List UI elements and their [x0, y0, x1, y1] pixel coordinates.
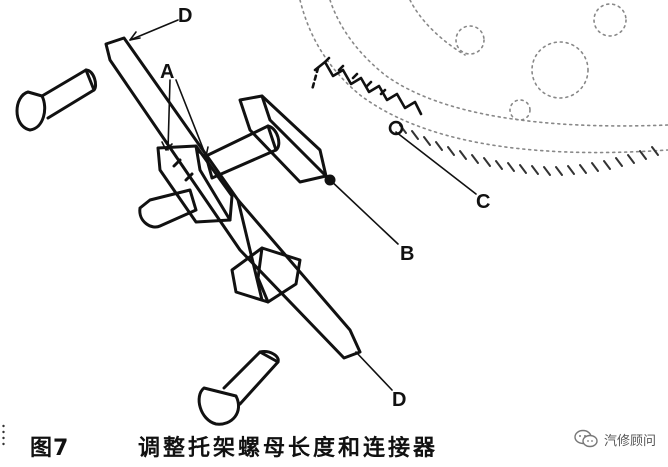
figure-number: 图7	[30, 436, 70, 461]
clamp-block	[156, 144, 234, 224]
bracket-upper	[204, 94, 336, 186]
shaft-left	[138, 188, 198, 229]
leader-lines	[129, 19, 477, 391]
callout-b: B	[400, 243, 415, 265]
callout-a: A	[160, 61, 175, 83]
figure-caption: 图7 调整托架螺母长度和连接器 汽修顾问	[0, 418, 668, 463]
watermark: 汽修顾问	[574, 426, 656, 452]
bolt-top-left	[15, 68, 98, 132]
bracket-lower	[230, 246, 302, 304]
flywheel	[299, 0, 668, 154]
callout-d-bottom: D	[392, 389, 407, 411]
pinion-gear	[310, 56, 423, 136]
edge-dots	[2, 424, 5, 446]
adjusting-bar	[104, 36, 362, 360]
bolt-bottom	[197, 350, 280, 426]
wechat-icon	[574, 429, 598, 448]
watermark-text: 汽修顾问	[603, 433, 656, 449]
callout-c: C	[476, 191, 491, 213]
figure-title: 调整托架螺母长度和连接器	[138, 436, 439, 461]
callout-d-top: D	[178, 5, 193, 27]
